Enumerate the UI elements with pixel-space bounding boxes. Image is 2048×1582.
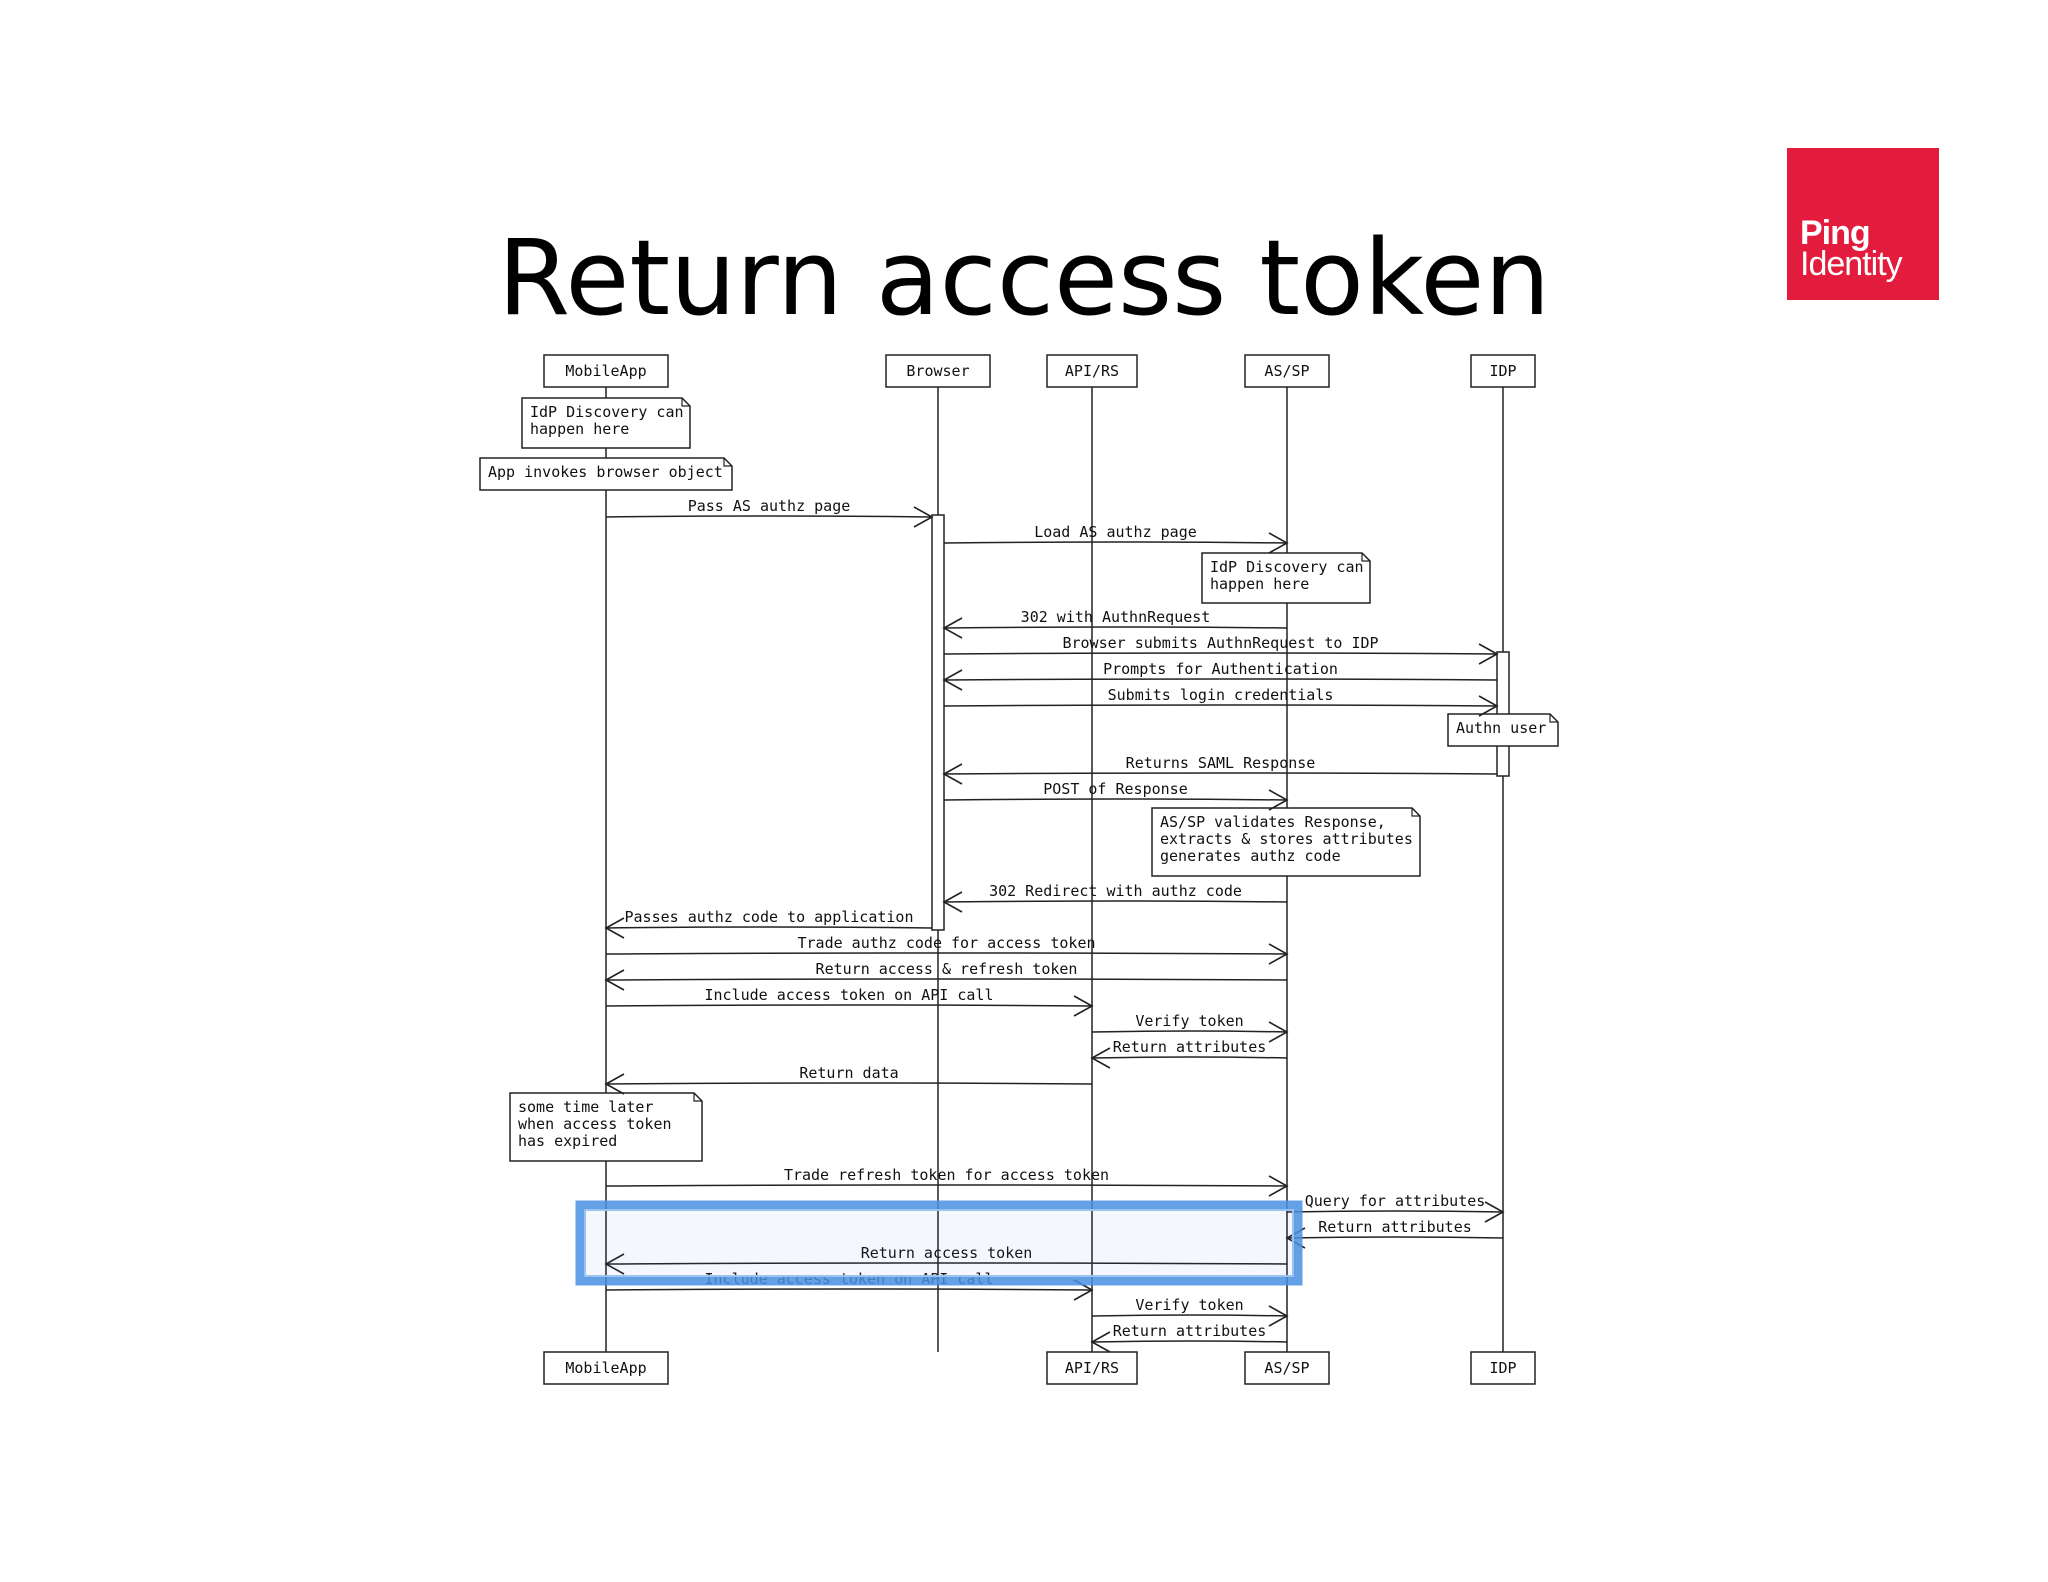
- message-label: Return attributes: [1113, 1038, 1267, 1056]
- message-label: Return attributes: [1318, 1218, 1472, 1236]
- message-label: Trade refresh token for access token: [784, 1166, 1109, 1184]
- message-label: Trade authz code for access token: [797, 934, 1095, 952]
- message-label: Return access token: [861, 1244, 1033, 1262]
- message-label: POST of Response: [1043, 780, 1188, 798]
- message-label: Browser submits AuthnRequest to IDP: [1062, 634, 1378, 652]
- message-arrow: Pass AS authz page: [605, 497, 934, 528]
- logo-line-2: Identity: [1800, 245, 1903, 283]
- message-arrow: Return attributes: [1285, 1218, 1504, 1249]
- note: IdP Discovery can happen here: [521, 397, 691, 449]
- message-arrow: POST of Response: [943, 780, 1289, 811]
- message-arrow: Trade refresh token for access token: [605, 1166, 1289, 1197]
- activation-bar: [931, 514, 945, 931]
- participant-top-a: AS/SP: [1244, 354, 1330, 388]
- participant-label: API/RS: [1065, 1359, 1119, 1377]
- participant-bottom-r: API/RS: [1046, 1351, 1138, 1385]
- participant-label: MobileApp: [565, 362, 646, 380]
- participant-top-m: MobileApp: [543, 354, 669, 388]
- note: AS/SP validates Response, extracts & sto…: [1151, 807, 1421, 877]
- message-label: Query for attributes: [1305, 1192, 1486, 1210]
- message-arrow: Include access token on API call: [605, 986, 1094, 1017]
- message-arrow: Return attributes: [1090, 1038, 1288, 1069]
- note: some time later when access token has ex…: [509, 1092, 703, 1162]
- slide-title: Return access token: [497, 217, 1551, 339]
- participant-bottom-a: AS/SP: [1244, 1351, 1330, 1385]
- message-arrow: Verify token: [1091, 1296, 1289, 1327]
- message-arrow: Load AS authz page: [943, 523, 1289, 554]
- participant-label: AS/SP: [1264, 362, 1309, 380]
- message-label: Return attributes: [1113, 1322, 1267, 1340]
- message-arrow: Query for attributes: [1286, 1192, 1505, 1223]
- logo-line-1: Ping: [1800, 214, 1871, 252]
- message-arrow: Passes authz code to application: [604, 908, 933, 939]
- message-arrow: 302 Redirect with authz code: [942, 882, 1288, 913]
- note: Authn user: [1447, 713, 1559, 747]
- note: App invokes browser object: [479, 457, 733, 491]
- message-label: Passes authz code to application: [625, 908, 914, 926]
- message-arrow: Return attributes: [1090, 1322, 1288, 1353]
- note-text: IdP Discovery can: [1210, 558, 1364, 576]
- participant-label: IDP: [1489, 1359, 1516, 1377]
- participant-label: API/RS: [1065, 362, 1119, 380]
- participant-label: MobileApp: [565, 1359, 646, 1377]
- message-arrow: Returns SAML Response: [942, 754, 1498, 785]
- note-text: when access token: [518, 1115, 672, 1133]
- participant-label: AS/SP: [1264, 1359, 1309, 1377]
- message-label: 302 Redirect with authz code: [989, 882, 1242, 900]
- note-text: Authn user: [1456, 719, 1546, 737]
- note-text: happen here: [1210, 575, 1309, 593]
- participant-bottom-i: IDP: [1470, 1351, 1536, 1385]
- message-arrow: Prompts for Authentication: [942, 660, 1498, 691]
- message-label: Return data: [799, 1064, 898, 1082]
- ping-identity-logo: Ping Identity: [1787, 148, 1939, 300]
- participant-bottom-m: MobileApp: [543, 1351, 669, 1385]
- note-text: AS/SP validates Response,: [1160, 813, 1386, 831]
- message-arrow: Return access & refresh token: [604, 960, 1288, 991]
- message-label: 302 with AuthnRequest: [1021, 608, 1211, 626]
- message-label: Return access & refresh token: [816, 960, 1078, 978]
- message-label: Verify token: [1135, 1012, 1243, 1030]
- participant-top-r: API/RS: [1046, 354, 1138, 388]
- message-label: Verify token: [1135, 1296, 1243, 1314]
- participant-label: Browser: [906, 362, 969, 380]
- message-arrow: 302 with AuthnRequest: [942, 608, 1288, 639]
- note-text: has expired: [518, 1132, 617, 1150]
- message-arrow: Verify token: [1091, 1012, 1289, 1043]
- message-label: Pass AS authz page: [688, 497, 851, 515]
- note-text: happen here: [530, 420, 629, 438]
- note-text: some time later: [518, 1098, 653, 1116]
- message-label: Prompts for Authentication: [1103, 660, 1338, 678]
- message-arrow: Return access token: [604, 1244, 1288, 1275]
- highlight-box: [575, 1200, 1303, 1286]
- message-arrow: Submits login credentials: [943, 686, 1499, 717]
- note: IdP Discovery can happen here: [1201, 552, 1371, 604]
- note-text: extracts & stores attributes: [1160, 830, 1413, 848]
- participant-top-b: Browser: [885, 354, 991, 388]
- message-arrow: Browser submits AuthnRequest to IDP: [943, 634, 1499, 665]
- message-arrow: Trade authz code for access token: [605, 934, 1289, 965]
- message-arrow: Return data: [604, 1064, 1093, 1095]
- note-text: IdP Discovery can: [530, 403, 684, 421]
- message-label: Returns SAML Response: [1126, 754, 1316, 772]
- note-text: App invokes browser object: [488, 463, 723, 481]
- message-label: Load AS authz page: [1034, 523, 1197, 541]
- message-label: Submits login credentials: [1108, 686, 1334, 704]
- note-text: generates authz code: [1160, 847, 1341, 865]
- message-label: Include access token on API call: [705, 986, 994, 1004]
- participant-top-i: IDP: [1470, 354, 1536, 388]
- participant-label: IDP: [1489, 362, 1516, 380]
